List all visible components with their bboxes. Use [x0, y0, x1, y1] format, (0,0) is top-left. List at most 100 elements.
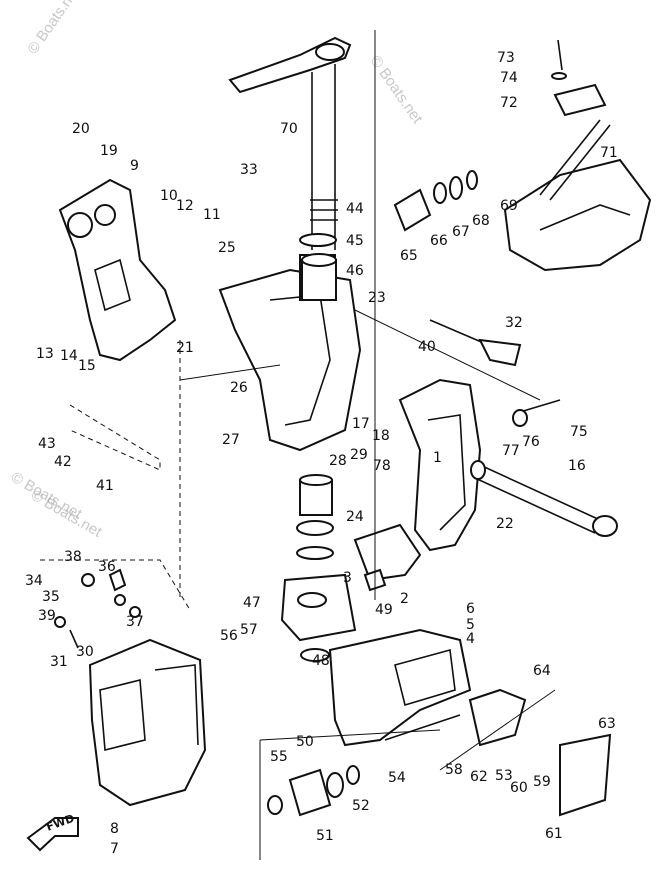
- exhaust-housing: [503, 39, 652, 272]
- callout-16: 16: [568, 458, 586, 474]
- washer-55: [267, 795, 283, 815]
- callout-17: 17: [352, 416, 370, 432]
- callout-15: 15: [78, 358, 96, 374]
- callout-27: 27: [222, 432, 240, 448]
- lower-mount: [296, 474, 334, 560]
- callout-51: 51: [316, 828, 334, 844]
- callout-33: 33: [240, 162, 258, 178]
- callout-48: 48: [312, 653, 330, 669]
- callout-5: 5: [466, 617, 475, 633]
- bracket-58: [468, 688, 527, 747]
- callout-56: 56: [220, 628, 238, 644]
- callout-30: 30: [76, 644, 94, 660]
- watermark: © Boats.net: [367, 53, 426, 128]
- tilt-tube: [470, 460, 618, 537]
- rubber-mount-50: [288, 768, 332, 817]
- callout-66: 66: [430, 233, 448, 249]
- callout-9: 9: [130, 158, 139, 174]
- leader-line: [354, 309, 541, 401]
- callout-59: 59: [533, 774, 551, 790]
- cover-61: [559, 733, 612, 817]
- callout-68: 68: [472, 213, 490, 229]
- callout-6: 6: [466, 601, 475, 617]
- steering-arm: [228, 36, 352, 250]
- plate-32: [478, 338, 522, 367]
- watermark: © Boats.net: [28, 487, 105, 541]
- watermark: © Boats.net: [24, 0, 83, 57]
- callout-58: 58: [445, 762, 463, 778]
- callout-70: 70: [280, 121, 298, 137]
- callout-21: 21: [176, 340, 194, 356]
- lower-mount-housing: [280, 573, 357, 662]
- bushing-set: [393, 170, 478, 232]
- callout-60: 60: [510, 780, 528, 796]
- callout-65: 65: [400, 248, 418, 264]
- callout-11: 11: [203, 207, 221, 223]
- washer-76: [512, 409, 528, 427]
- clamp-bracket-right: [398, 378, 482, 552]
- lower-case-plate: [328, 628, 472, 747]
- bolt-54: [384, 714, 461, 741]
- callout-36: 36: [98, 559, 116, 575]
- small-parts-cluster: [54, 568, 141, 649]
- clamp-bracket-left: [58, 178, 177, 362]
- callout-13: 13: [36, 346, 54, 362]
- callout-42: 42: [54, 454, 72, 470]
- swivel-bracket: [218, 254, 362, 452]
- callout-71: 71: [600, 145, 618, 161]
- washer-51: [326, 772, 344, 798]
- callout-29: 29: [350, 447, 368, 463]
- callout-64: 64: [533, 663, 551, 679]
- callout-46: 46: [346, 263, 364, 279]
- callout-44: 44: [346, 201, 364, 217]
- callout-55: 55: [270, 749, 288, 765]
- callout-22: 22: [496, 516, 514, 532]
- callout-75: 75: [570, 424, 588, 440]
- leader-line: [439, 689, 556, 771]
- callout-31: 31: [50, 654, 68, 670]
- bolt-75: [519, 399, 561, 413]
- callout-45: 45: [346, 233, 364, 249]
- washer-52: [346, 765, 360, 785]
- callout-77: 77: [502, 443, 520, 459]
- callout-20: 20: [72, 121, 90, 137]
- callout-7: 7: [110, 841, 119, 857]
- callout-57: 57: [240, 622, 258, 638]
- callout-2: 2: [400, 591, 409, 607]
- callout-1: 1: [433, 450, 442, 466]
- callout-72: 72: [500, 95, 518, 111]
- callout-61: 61: [545, 826, 563, 842]
- callout-62: 62: [470, 769, 488, 785]
- callout-10: 10: [160, 188, 178, 204]
- callout-76: 76: [522, 434, 540, 450]
- callout-25: 25: [218, 240, 236, 256]
- callout-54: 54: [388, 770, 406, 786]
- leader-line: [179, 364, 281, 381]
- callout-69: 69: [500, 198, 518, 214]
- callout-26: 26: [230, 380, 248, 396]
- callout-67: 67: [452, 224, 470, 240]
- callout-41: 41: [96, 478, 114, 494]
- callout-32: 32: [505, 315, 523, 331]
- callout-43: 43: [38, 436, 56, 452]
- callout-34: 34: [25, 573, 43, 589]
- callout-63: 63: [598, 716, 616, 732]
- tilt-lock: [353, 523, 422, 582]
- forward-arrow-icon: FWD: [26, 812, 79, 852]
- callout-52: 52: [352, 798, 370, 814]
- callout-3: 3: [343, 570, 352, 586]
- callout-23: 23: [368, 290, 386, 306]
- callout-50: 50: [296, 734, 314, 750]
- callout-box-41-42: [69, 404, 161, 471]
- callout-14: 14: [60, 348, 78, 364]
- callout-49: 49: [375, 602, 393, 618]
- callout-47: 47: [243, 595, 261, 611]
- callout-18: 18: [372, 428, 390, 444]
- callout-73: 73: [497, 50, 515, 66]
- callout-12: 12: [176, 198, 194, 214]
- callout-4: 4: [466, 631, 475, 647]
- callout-53: 53: [495, 768, 513, 784]
- callout-35: 35: [42, 589, 60, 605]
